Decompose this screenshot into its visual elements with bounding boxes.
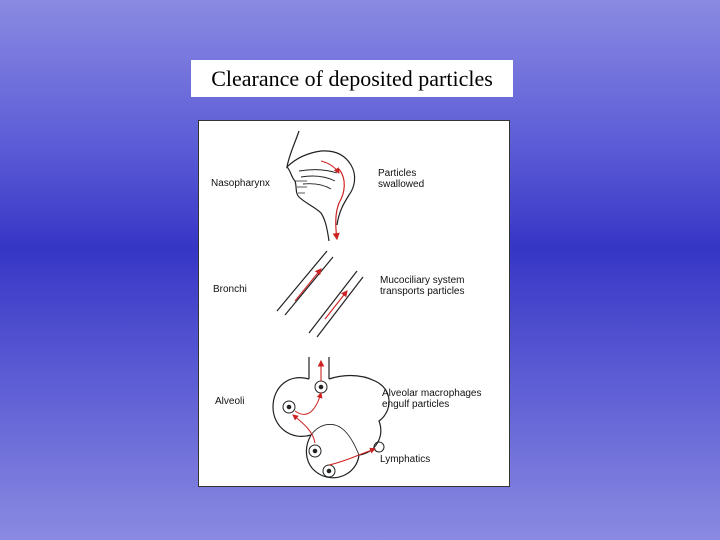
alveoli-clearance-arrow <box>294 392 323 415</box>
lymphatics-arrow <box>328 447 376 466</box>
clearance-diagram: Nasopharynx Particles swallowed Bronchi … <box>198 120 510 487</box>
bronchi-arrow-right <box>324 290 348 320</box>
nasopharynx-illustration <box>286 130 356 242</box>
label-lymphatics: Lymphatics <box>380 454 431 465</box>
bronchi-illustration <box>276 250 364 338</box>
label-mucociliary-line1: Mucociliary system <box>380 275 465 286</box>
label-bronchi: Bronchi <box>213 284 247 295</box>
alveoli-lower-arrow <box>292 414 316 444</box>
label-mucociliary-line2: transports particles <box>380 286 465 297</box>
diagram-drawing <box>272 130 390 479</box>
label-nasopharynx: Nasopharynx <box>211 178 270 189</box>
nasopharynx-upper-arrow <box>320 160 340 174</box>
label-alveoli: Alveoli <box>215 396 245 407</box>
alveoli-illustration <box>272 357 390 479</box>
label-alveolar-macrophages-line2: engulf particles <box>382 399 450 410</box>
label-particles-swallowed-line2: swallowed <box>378 179 425 190</box>
slide-title: Clearance of deposited particles <box>191 60 513 97</box>
nasopharynx-clearance-arrow <box>332 168 345 241</box>
bronchi-arrow-left <box>294 268 322 302</box>
label-alveolar-macrophages-line1: Alveolar macrophages <box>382 388 482 399</box>
label-particles-swallowed-line1: Particles <box>378 168 417 179</box>
macrophage-cells <box>282 380 385 478</box>
